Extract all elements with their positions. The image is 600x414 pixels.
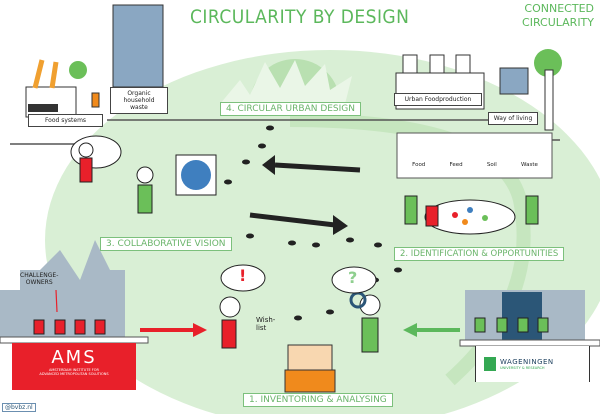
ams-logo-subtitle2: ADVANCED METROPOLITAN SOLUTIONS xyxy=(39,372,109,376)
wish-list-label: Wish- list xyxy=(256,316,275,332)
ams-logo-subtitle1: AMSTERDAM INSTITUTE FOR xyxy=(49,368,99,372)
step-3-label: 3. COLLABORATIVE VISION xyxy=(100,237,232,251)
urban-food-label: Urban Foodproduction xyxy=(394,93,482,106)
challenge-owners-line2: OWNERS xyxy=(25,279,53,286)
food-icon-label: Food xyxy=(412,162,426,168)
challenge-owners-line1: CHALLENGE- xyxy=(20,272,59,279)
soil-icon-label: Soil xyxy=(486,162,497,168)
waste-icon-label: Waste xyxy=(521,162,538,168)
step-2-label: 2. IDENTIFICATION & OPPORTUNITIES xyxy=(394,247,565,261)
wageningen-logo: WAGENINGEN UNIVERSITY & RESEARCH xyxy=(475,346,590,382)
organic-waste-label: Organic household waste xyxy=(110,87,168,114)
wur-logo-icon xyxy=(484,357,496,371)
food-systems-label: Food systems xyxy=(28,114,103,127)
credit-label: @bvbz.nl xyxy=(2,403,36,412)
challenge-owners-label: CHALLENGE- OWNERS xyxy=(20,272,58,286)
identification-icons: Food Feed Soil Waste xyxy=(400,162,550,168)
question-icon: ? xyxy=(348,268,358,287)
wur-subtitle: UNIVERSITY & RESEARCH xyxy=(500,366,545,370)
connected-circularity-label: CONNECTED CIRCULARITY xyxy=(522,2,594,30)
wish-list-line2: list xyxy=(256,324,267,332)
page-title: CIRCULARITY BY DESIGN xyxy=(190,6,410,28)
way-of-living-label: Way of living xyxy=(488,112,538,125)
step-4-label: 4. CIRCULAR URBAN DESIGN xyxy=(220,102,362,116)
corner-label-line2: CIRCULARITY xyxy=(522,16,594,29)
ams-logo: AMS AMSTERDAM INSTITUTE FOR ADVANCED MET… xyxy=(12,343,136,390)
wish-list-line1: Wish- xyxy=(256,316,276,324)
feed-icon-label: Feed xyxy=(449,162,463,168)
wur-name: WAGENINGEN xyxy=(500,358,554,366)
organic-waste-line1: Organic xyxy=(127,90,151,97)
corner-label-line1: CONNECTED xyxy=(524,2,594,15)
organic-waste-line2: household waste xyxy=(123,97,155,111)
step-1-label: 1. INVENTORING & ANALYSING xyxy=(243,393,393,407)
ams-logo-mark: AMS xyxy=(51,347,97,368)
exclamation-icon: ! xyxy=(239,266,247,285)
